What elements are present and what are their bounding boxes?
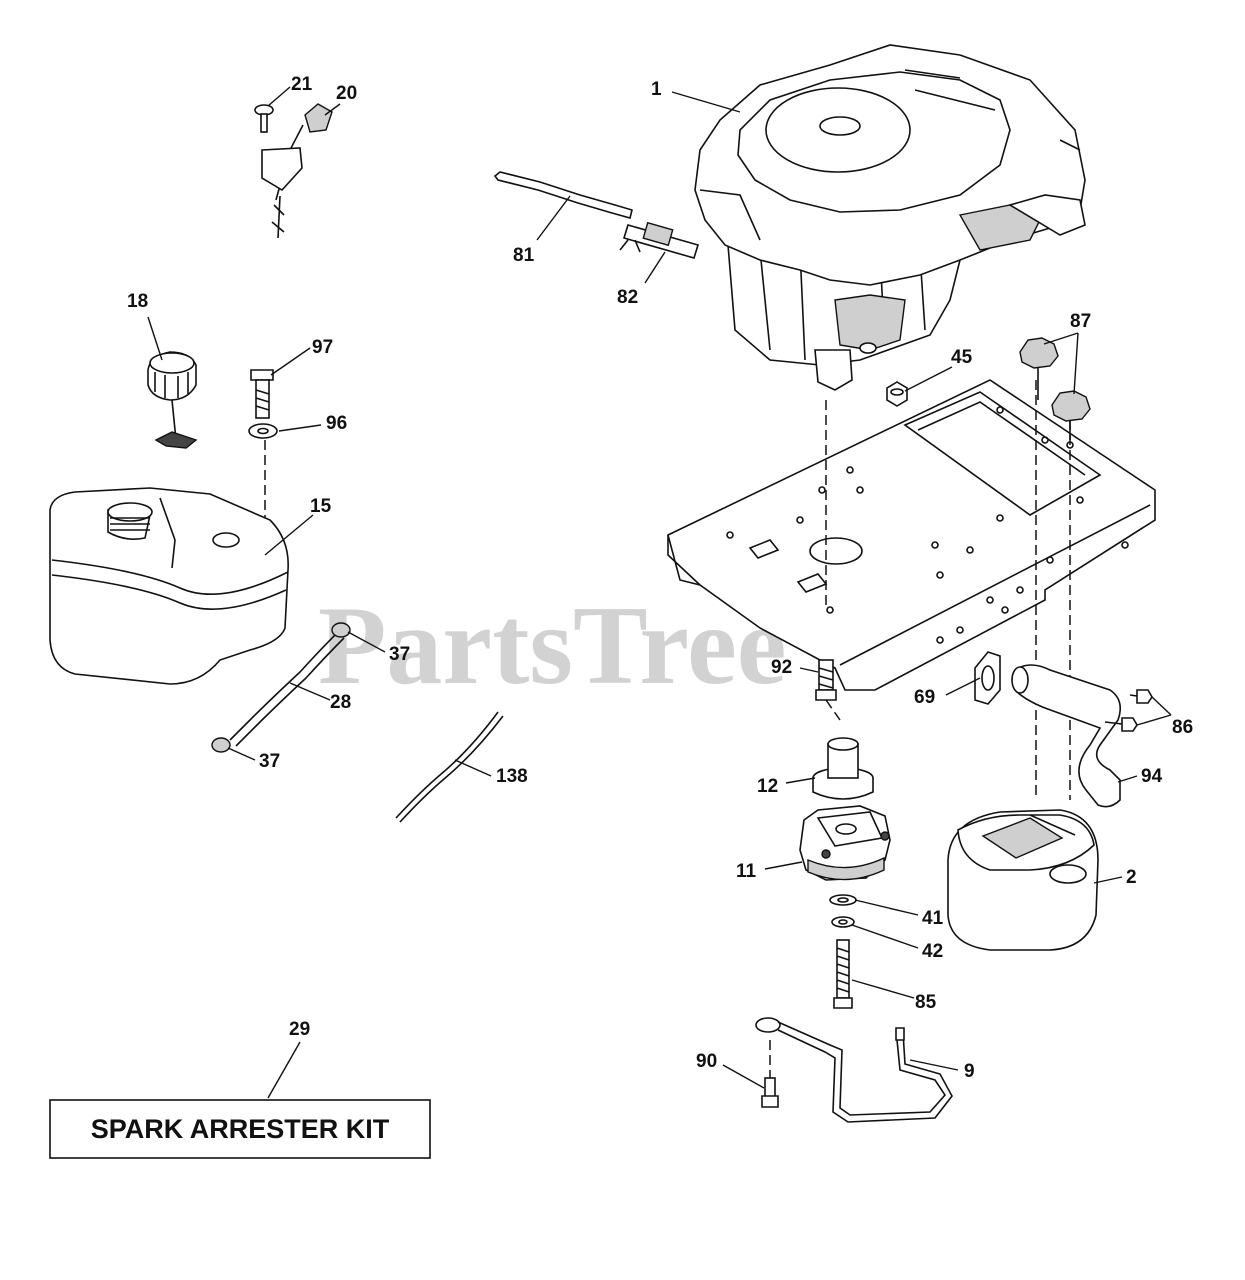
- spark-arrester-kit-label: SPARK ARRESTER KIT: [91, 1114, 390, 1144]
- callout-82: 82: [617, 287, 638, 308]
- gasket-part-69[interactable]: [974, 651, 1001, 705]
- callout-86: 86: [1172, 717, 1193, 738]
- fuel-tank-part-15[interactable]: [49, 487, 289, 685]
- callout-9: 9: [964, 1061, 975, 1082]
- callout-92: 92: [771, 657, 792, 678]
- callout-87: 87: [1070, 311, 1091, 332]
- hose-part-138[interactable]: [395, 711, 504, 823]
- callout-94: 94: [1141, 766, 1163, 787]
- engine-frame-plate: [667, 379, 1156, 691]
- washer-part-96[interactable]: [248, 423, 278, 439]
- fuel-cap-part-18[interactable]: [147, 351, 198, 449]
- muffler-part-2[interactable]: [947, 809, 1099, 951]
- bolt-part-97[interactable]: [250, 369, 274, 419]
- callout-28: 28: [330, 692, 351, 713]
- callout-2: 2: [1126, 867, 1137, 888]
- callout-90: 90: [696, 1051, 717, 1072]
- callout-18: 18: [127, 291, 148, 312]
- rod-part-9[interactable]: [755, 1017, 953, 1123]
- callout-11: 11: [736, 861, 757, 882]
- callout-41: 41: [922, 908, 944, 929]
- callout-1: 1: [651, 79, 662, 100]
- nut-part-45[interactable]: [886, 381, 908, 407]
- nuts-part-86[interactable]: [1104, 689, 1153, 732]
- callout-81: 81: [513, 245, 535, 266]
- callout-15: 15: [310, 496, 332, 517]
- pto-clutch-part-11[interactable]: [799, 805, 891, 881]
- callout-97: 97: [312, 337, 333, 358]
- fuel-line-part-81[interactable]: [493, 171, 633, 219]
- callout-21: 21: [291, 74, 313, 95]
- engine-part-1[interactable]: [694, 44, 1086, 391]
- callout-42: 42: [922, 941, 943, 962]
- callout-37-top: 37: [389, 644, 410, 665]
- watermark: PartsTree: [318, 584, 787, 708]
- callout-45: 45: [951, 347, 973, 368]
- callout-37-bottom: 37: [259, 751, 280, 772]
- callout-69: 69: [914, 687, 935, 708]
- bolt-part-90[interactable]: [761, 1077, 779, 1108]
- clamp-part-37-bottom[interactable]: [211, 737, 231, 753]
- bolt-part-92[interactable]: [815, 659, 837, 701]
- spark-arrester-kit-box[interactable]: [49, 1099, 431, 1159]
- fuel-hose-part-28[interactable]: [229, 631, 345, 747]
- exhaust-pipe-part-94[interactable]: [1011, 664, 1121, 808]
- callout-138: 138: [496, 766, 528, 787]
- callout-12: 12: [757, 776, 778, 797]
- knob-part-87[interactable]: [1019, 337, 1091, 440]
- callout-20: 20: [336, 83, 357, 104]
- washer-part-41[interactable]: [829, 894, 857, 906]
- pulley-part-12[interactable]: [812, 737, 874, 800]
- callout-96: 96: [326, 413, 347, 434]
- lockwasher-part-42[interactable]: [831, 916, 855, 928]
- leader-lines: [147, 86, 1172, 1099]
- screw-part-21[interactable]: [254, 104, 274, 133]
- clamp-part-37-top[interactable]: [331, 622, 351, 638]
- shutoff-valve-part-20[interactable]: [261, 103, 333, 239]
- fuel-filter-part-82[interactable]: [619, 221, 700, 259]
- callout-85: 85: [915, 992, 937, 1013]
- callout-29: 29: [289, 1019, 310, 1040]
- bolt-part-85[interactable]: [833, 939, 853, 1009]
